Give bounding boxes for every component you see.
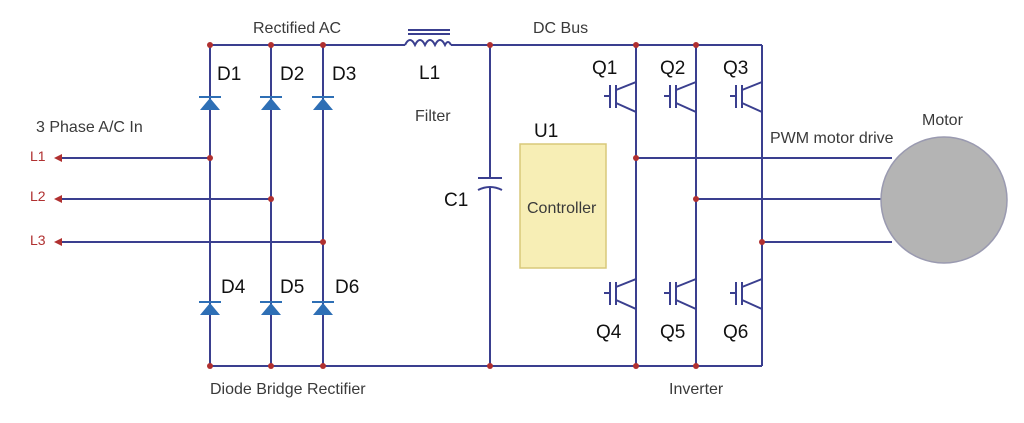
transistor-q2-icon: [664, 81, 697, 113]
phase-l3-label: L3: [30, 232, 46, 248]
motor-label: Motor: [922, 112, 964, 129]
wires: [60, 44, 892, 367]
transistor-q3-icon: [730, 81, 763, 113]
capacitor-label: C1: [444, 190, 468, 211]
transistor-q5-icon: [664, 278, 697, 310]
transistor-q1-label: Q1: [592, 58, 617, 79]
transistor-q2-label: Q2: [660, 58, 685, 79]
diode-d5: [260, 301, 282, 315]
diode-d1: [199, 96, 221, 110]
inductor-label: L1: [419, 63, 440, 84]
inverter-label: Inverter: [669, 381, 724, 398]
diode-bridge-rectifier-label: Diode Bridge Rectifier: [210, 381, 366, 398]
diode-d2-label: D2: [280, 64, 304, 85]
transistor-q1-icon: [604, 81, 637, 113]
controller-label: Controller: [527, 200, 597, 217]
transistor-q3-label: Q3: [723, 58, 748, 79]
controller-ref-label: U1: [534, 121, 558, 142]
diode-d4: [199, 301, 221, 315]
transistor-q6-label: Q6: [723, 322, 748, 343]
junction-dots: [207, 42, 765, 369]
three-phase-in-label: 3 Phase A/C In: [36, 119, 143, 136]
diode-d2: [260, 96, 282, 110]
phase-l2-label: L2: [30, 188, 46, 204]
inductor-l1: [404, 29, 452, 48]
diode-d3: [312, 96, 334, 110]
rectified-ac-label: Rectified AC: [253, 20, 341, 37]
diode-d1-label: D1: [217, 64, 241, 85]
phase-l1-label: L1: [30, 148, 46, 164]
diode-d6: [312, 301, 334, 315]
diode-d5-label: D5: [280, 277, 304, 298]
transistor-q4-label: Q4: [596, 322, 622, 343]
pwm-motor-drive-label: PWM motor drive: [770, 130, 894, 147]
transistor-q6-icon: [730, 278, 763, 310]
diode-d3-label: D3: [332, 64, 356, 85]
capacitor-c1: [477, 177, 503, 191]
phase-input-arrows: [54, 154, 62, 246]
motor-circle: [880, 136, 1008, 264]
filter-label: Filter: [415, 108, 451, 125]
transistor-q4-icon: [604, 278, 637, 310]
diode-d6-label: D6: [335, 277, 359, 298]
dc-bus-label: DC Bus: [533, 20, 588, 37]
diode-d4-label: D4: [221, 277, 246, 298]
controller-box: [519, 143, 607, 269]
transistor-q5-label: Q5: [660, 322, 685, 343]
